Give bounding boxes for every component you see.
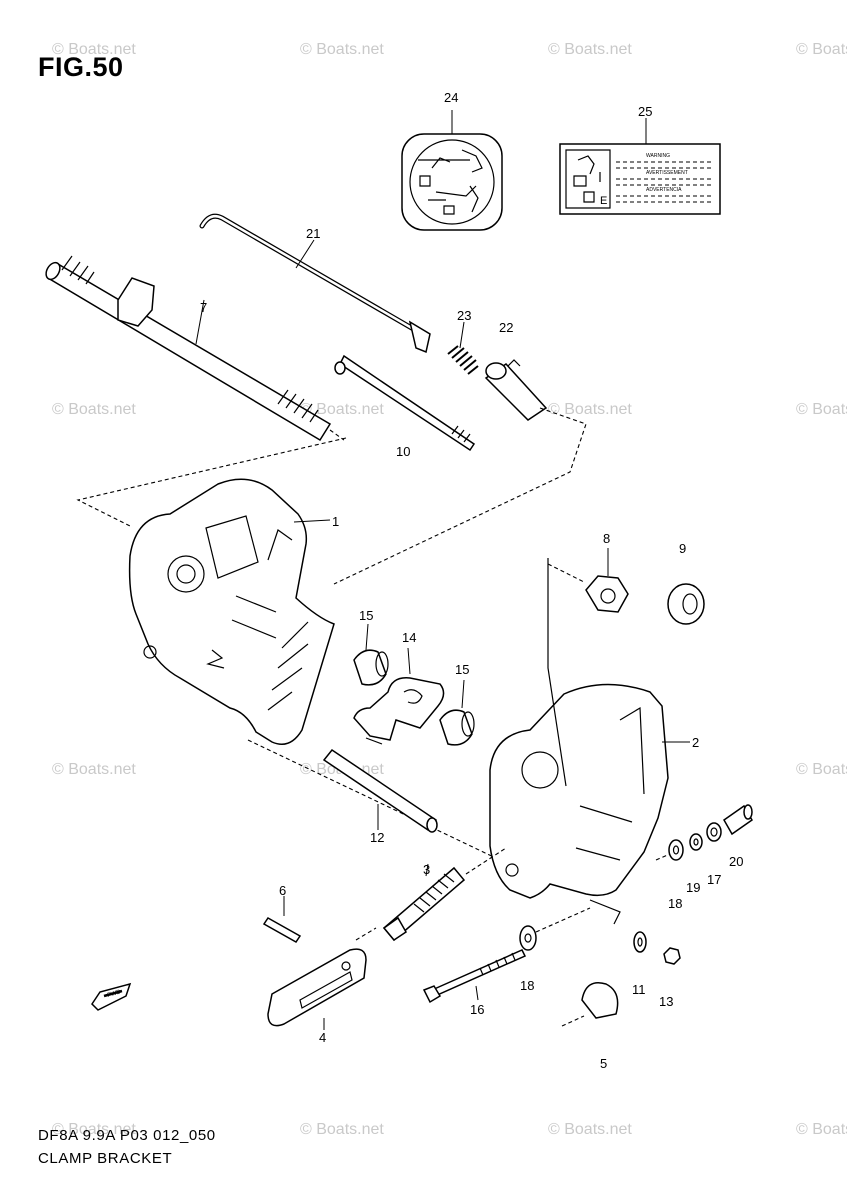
callout-2: 2 [692, 735, 699, 750]
callout-8: 8 [603, 531, 610, 546]
watermark: © Boats.net [548, 401, 632, 418]
part-17-nut [706, 822, 722, 842]
callout-9: 9 [679, 541, 686, 556]
figure-name: CLAMP BRACKET [38, 1150, 173, 1167]
watermark: © Boats.net [796, 401, 847, 418]
part-21-tilt-rod [199, 213, 431, 354]
callout-numbers: 1 2 3 4 5 6 7 8 9 10 11 12 13 14 15 15 1… [200, 90, 743, 1071]
callout-25: 25 [638, 104, 652, 119]
part-23-spring [447, 321, 479, 375]
callout-1: 1 [332, 514, 339, 529]
watermark: © Boats.net [796, 761, 847, 778]
callout-5: 5 [600, 1056, 607, 1071]
callout-21: 21 [306, 226, 320, 241]
callout-13: 13 [659, 994, 673, 1009]
part-1-clamp-bracket-left [128, 478, 335, 745]
part-3-adjuster-screw [382, 847, 507, 942]
part-9-bushing [667, 583, 705, 625]
part-22-cap [333, 359, 587, 585]
part-18-washer-upper [668, 839, 684, 861]
part-5-cap [561, 982, 619, 1027]
watermark: © Boats.net [300, 401, 384, 418]
callout-18-upper: 18 [668, 896, 682, 911]
part-14-plate [353, 647, 445, 745]
part-8-nut [547, 548, 629, 613]
figure-title: FIG.50 [38, 52, 124, 82]
callout-16: 16 [470, 1002, 484, 1017]
part-4-lever [267, 927, 377, 1030]
watermark: © Boats.net [52, 401, 136, 418]
callout-17: 17 [707, 872, 721, 887]
watermark: © Boats.net [548, 41, 632, 58]
callout-19: 19 [686, 880, 700, 895]
part-12-pin [322, 748, 438, 833]
callout-18-lower: 18 [520, 978, 534, 993]
watermark: © Boats.net [548, 1121, 632, 1138]
part-20-collar [723, 804, 753, 836]
watermark: © Boats.net [300, 41, 384, 58]
part-25-warning-label: WARNING AVERTISSEMENT ADVERTENCIA E [559, 118, 721, 215]
label-25-line-2: ADVERTENCIA [646, 187, 682, 193]
callout-11: 11 [632, 982, 646, 997]
part-13-nut [663, 947, 681, 965]
part-2-clamp-bracket-right [489, 558, 690, 925]
callout-24: 24 [444, 90, 458, 105]
fwd-label: FWD [107, 989, 122, 999]
watermark: © Boats.net [52, 761, 136, 778]
callout-22: 22 [499, 320, 513, 335]
part-24-decal [401, 110, 503, 231]
callout-4: 4 [319, 1030, 326, 1045]
label-25-line-1: AVERTISSEMENT [646, 170, 688, 176]
part-15-bushing-upper [353, 623, 389, 686]
part-7-shaft [45, 255, 345, 442]
watermark: © Boats.net [52, 41, 136, 58]
label-25-letter: E [600, 195, 607, 207]
watermark: © Boats.net [796, 1121, 847, 1138]
part-10-bolt [334, 354, 476, 452]
callout-23: 23 [457, 308, 471, 323]
assembly-line [655, 853, 671, 861]
callout-14: 14 [402, 630, 416, 645]
part-19-washer [689, 833, 703, 851]
watermark: © Boats.net [52, 1121, 136, 1138]
part-11-washer [633, 931, 647, 953]
watermark: © Boats.net [300, 1121, 384, 1138]
callout-10: 10 [396, 444, 410, 459]
fwd-arrow-icon: FWD [91, 982, 132, 1011]
part-15-bushing-lower [439, 679, 475, 746]
callout-15-upper: 15 [359, 608, 373, 623]
callout-12: 12 [370, 830, 384, 845]
part-6-cotter-pin [262, 896, 302, 943]
callout-6: 6 [279, 883, 286, 898]
callout-7: 7 [200, 300, 207, 315]
model-code: DF8A 9.9A P03 012_050 [38, 1127, 216, 1144]
callout-3: 3 [423, 862, 430, 877]
part-16-bolt [422, 949, 527, 1004]
part-18-washer-lower [519, 907, 591, 951]
callout-15-lower: 15 [455, 662, 469, 677]
callout-20: 20 [729, 854, 743, 869]
watermark: © Boats.net [796, 41, 847, 58]
label-25-header: WARNING [646, 153, 670, 159]
